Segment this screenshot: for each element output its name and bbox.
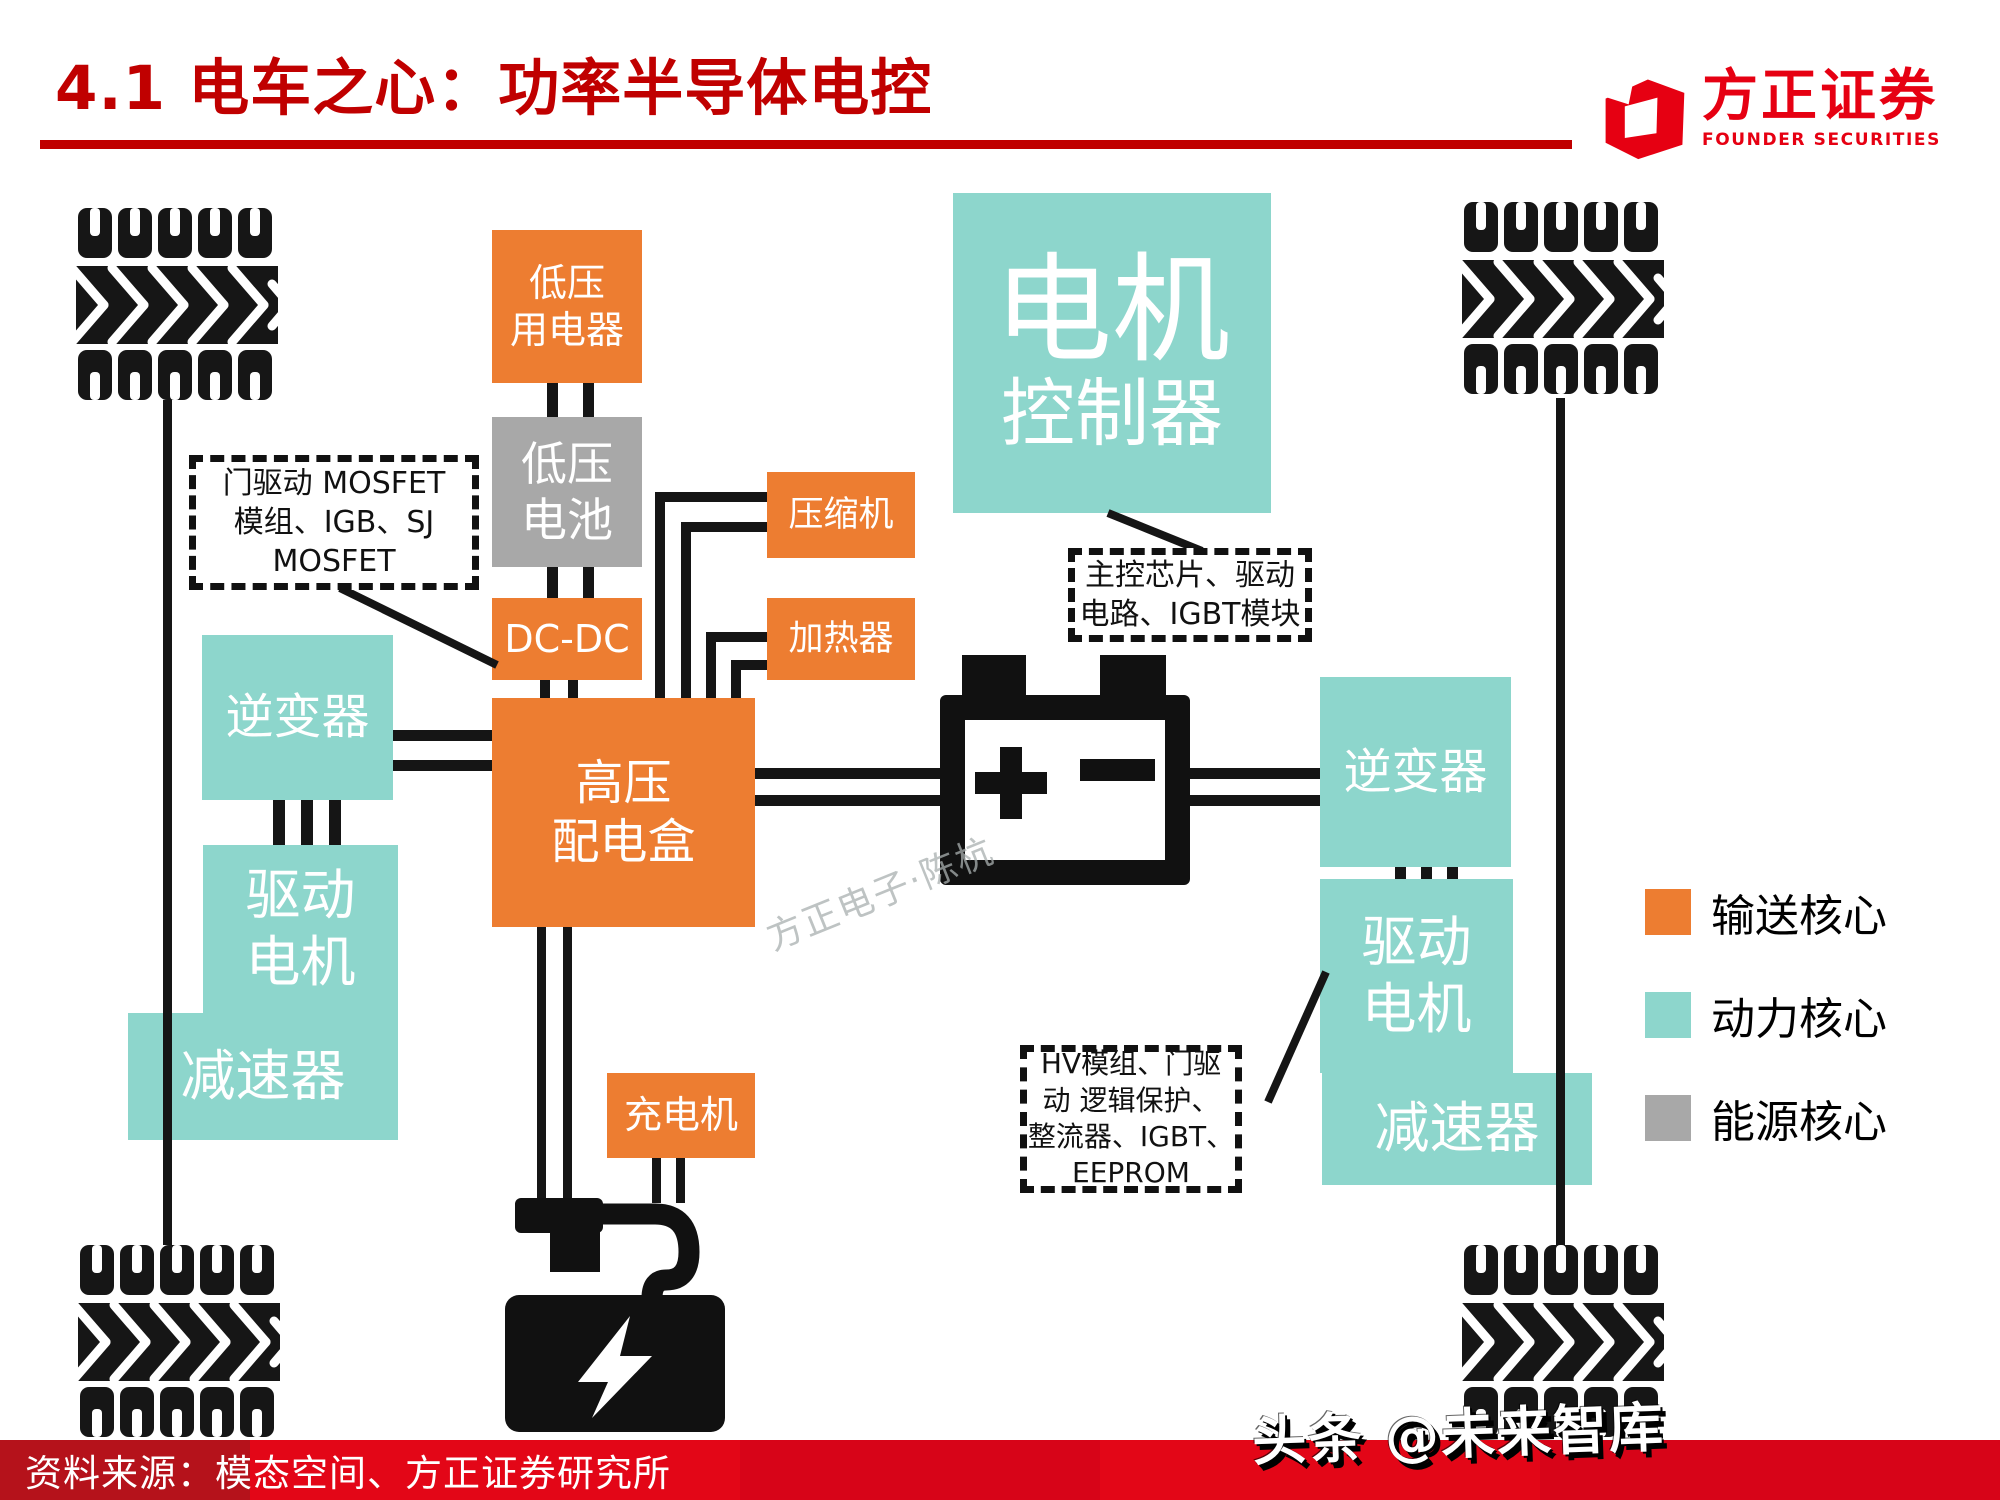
connector-line [540,680,550,698]
connector-line [1395,867,1406,879]
box-hv-distribution: 高压 配电盒 [492,698,755,927]
connector-line [676,1158,685,1203]
connector-line [706,632,716,698]
box-compressor: 压缩机 [767,472,915,558]
connector-line [583,567,594,598]
watermark-toutiao: 头条 @未来智库 [1251,1395,1666,1474]
note-gate-driver-mosfet: 门驱动 MOSFET 模组、IGB、SJ MOSFET [189,455,479,590]
logo-subtitle: FOUNDER SECURITIES [1702,129,1941,150]
chassis-line-left [163,400,172,1245]
connector-line [1190,768,1320,779]
legend-label: 能源核心 [1711,1097,1887,1148]
watermark-analyst: 方正电子·陈杭 [761,830,1001,959]
connector-line [655,492,665,698]
legend-swatch-orange [1645,889,1691,935]
connector-line [563,927,572,1200]
legend-swatch-teal [1645,992,1691,1038]
founder-cube-icon [1605,79,1685,160]
box-drive-motor-right: 驱动 电机 [1320,879,1513,1073]
box-motor-controller: 电机 控制器 [953,193,1271,513]
battery-icon [940,655,1190,885]
connector-line [329,800,341,845]
charging-station-icon [505,1198,725,1432]
box-dc-dc: DC-DC [492,598,642,680]
box-drive-motor-left: 驱动 电机 [203,845,398,1013]
box-reducer-right: 减速器 [1322,1073,1592,1185]
legend-item-transmission-core: 输送核心 [1645,880,1975,944]
connector-line [273,800,285,845]
connector-line [655,492,767,502]
box-inverter-right: 逆变器 [1320,677,1511,867]
connector-line [681,522,767,532]
connector-line [1421,867,1432,879]
box-heater: 加热器 [767,598,915,680]
connector-line [547,567,558,598]
tire-icon-top-right [1462,202,1664,394]
connector-line [537,927,546,1200]
box-low-voltage-battery: 低压 电池 [492,417,642,567]
connector-line [393,730,492,741]
connector-line [755,795,940,806]
box-onboard-charger: 充电机 [607,1073,755,1158]
tire-icon-top-left [76,208,278,400]
motor-controller-line1: 电机 [993,240,1230,379]
legend-item-energy-core: 能源核心 [1645,1086,1975,1150]
founder-securities-logo: 方正证券 FOUNDER SECURITIES [1596,66,1976,166]
connector-line [652,1158,661,1203]
legend-label: 动力核心 [1711,994,1887,1045]
footer-bar: 资料来源：模态空间、方正证券研究所 [0,1440,2000,1500]
connector-line [301,800,313,845]
box-reducer-left: 减速器 [128,1013,398,1140]
connector-line [1447,867,1458,879]
note-mcu-parts: 主控芯片、驱动 电路、IGBT模块 [1068,548,1312,642]
legend-item-power-core: 动力核心 [1645,983,1975,1047]
logo-name: 方正证券 [1702,64,1938,129]
connector-line [393,760,492,771]
tire-icon-bottom-left [78,1245,280,1437]
connector-line [583,383,594,417]
legend-label: 输送核心 [1711,891,1887,942]
connector-line [568,680,578,698]
connector-line [547,383,558,417]
page-title: 4.1 电车之心：功率半导体电控 [55,53,933,124]
connector-line [1190,795,1320,806]
box-inverter-left: 逆变器 [202,635,393,800]
motor-controller-line2: 控制器 [1001,371,1223,458]
title-underline [40,140,1572,149]
box-low-voltage-consumer: 低压 用电器 [492,230,642,383]
legend: 输送核心 动力核心 能源核心 [1645,880,1975,1189]
chassis-line-right [1556,398,1565,1245]
connector-line [731,660,767,670]
source-note: 资料来源：模态空间、方正证券研究所 [25,1452,671,1495]
connector-line [681,522,691,698]
connector-line [731,660,741,698]
connector-line [755,768,940,779]
note-hv-module-parts: HV模组、门驱 动 逻辑保护、 整流器、IGBT、 EEPROM [1020,1045,1242,1193]
legend-swatch-gray [1645,1095,1691,1141]
connector-line [706,632,767,642]
